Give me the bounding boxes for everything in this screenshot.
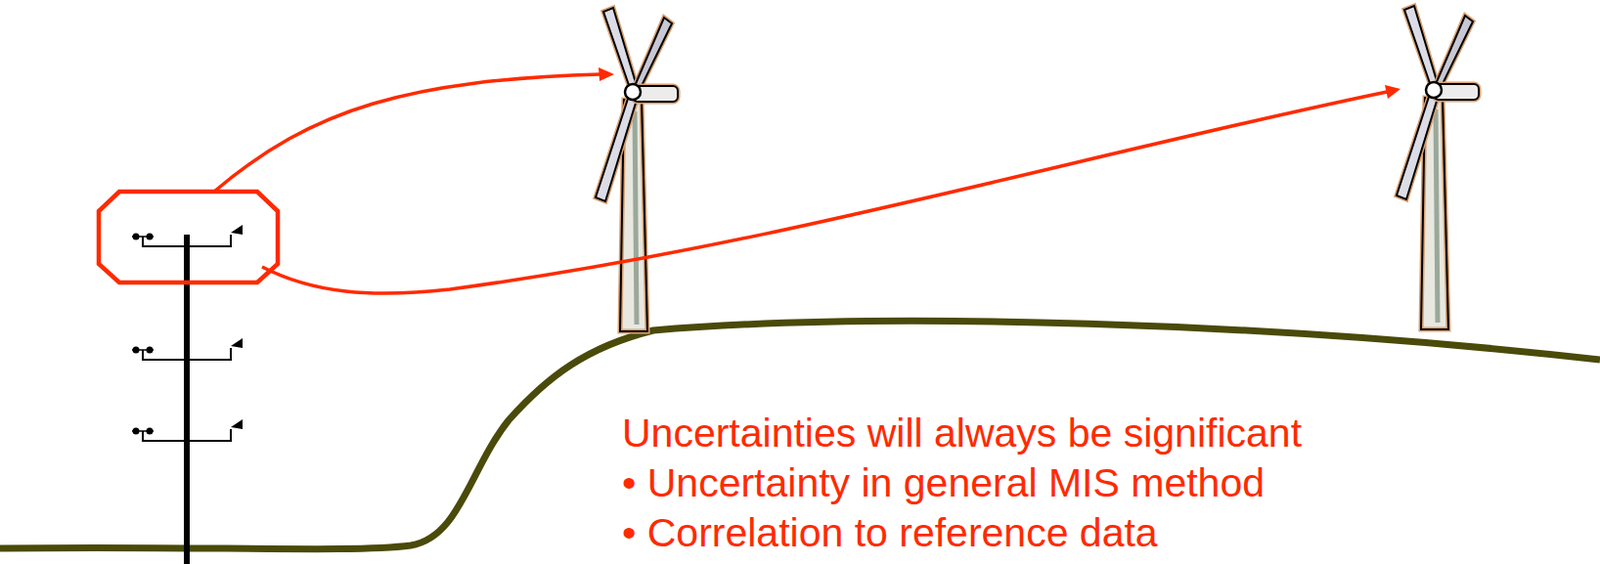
arrow-head [1384,85,1401,99]
extrapolation-arrow [262,91,1387,294]
text-block: Uncertainties will always be significant… [622,408,1302,559]
met-mast [132,224,243,564]
highlight-octagon [98,191,278,283]
arrow-head [598,67,615,82]
extrapolation-arrow [214,74,601,192]
wind-turbine [1396,5,1479,330]
wind-turbine [595,7,678,332]
bullet-note: • Correlation to reference data [622,508,1302,559]
heading-note: Uncertainties will always be significant [622,408,1302,459]
bullet-note: • Uncertainty in general MIS method [622,458,1302,509]
